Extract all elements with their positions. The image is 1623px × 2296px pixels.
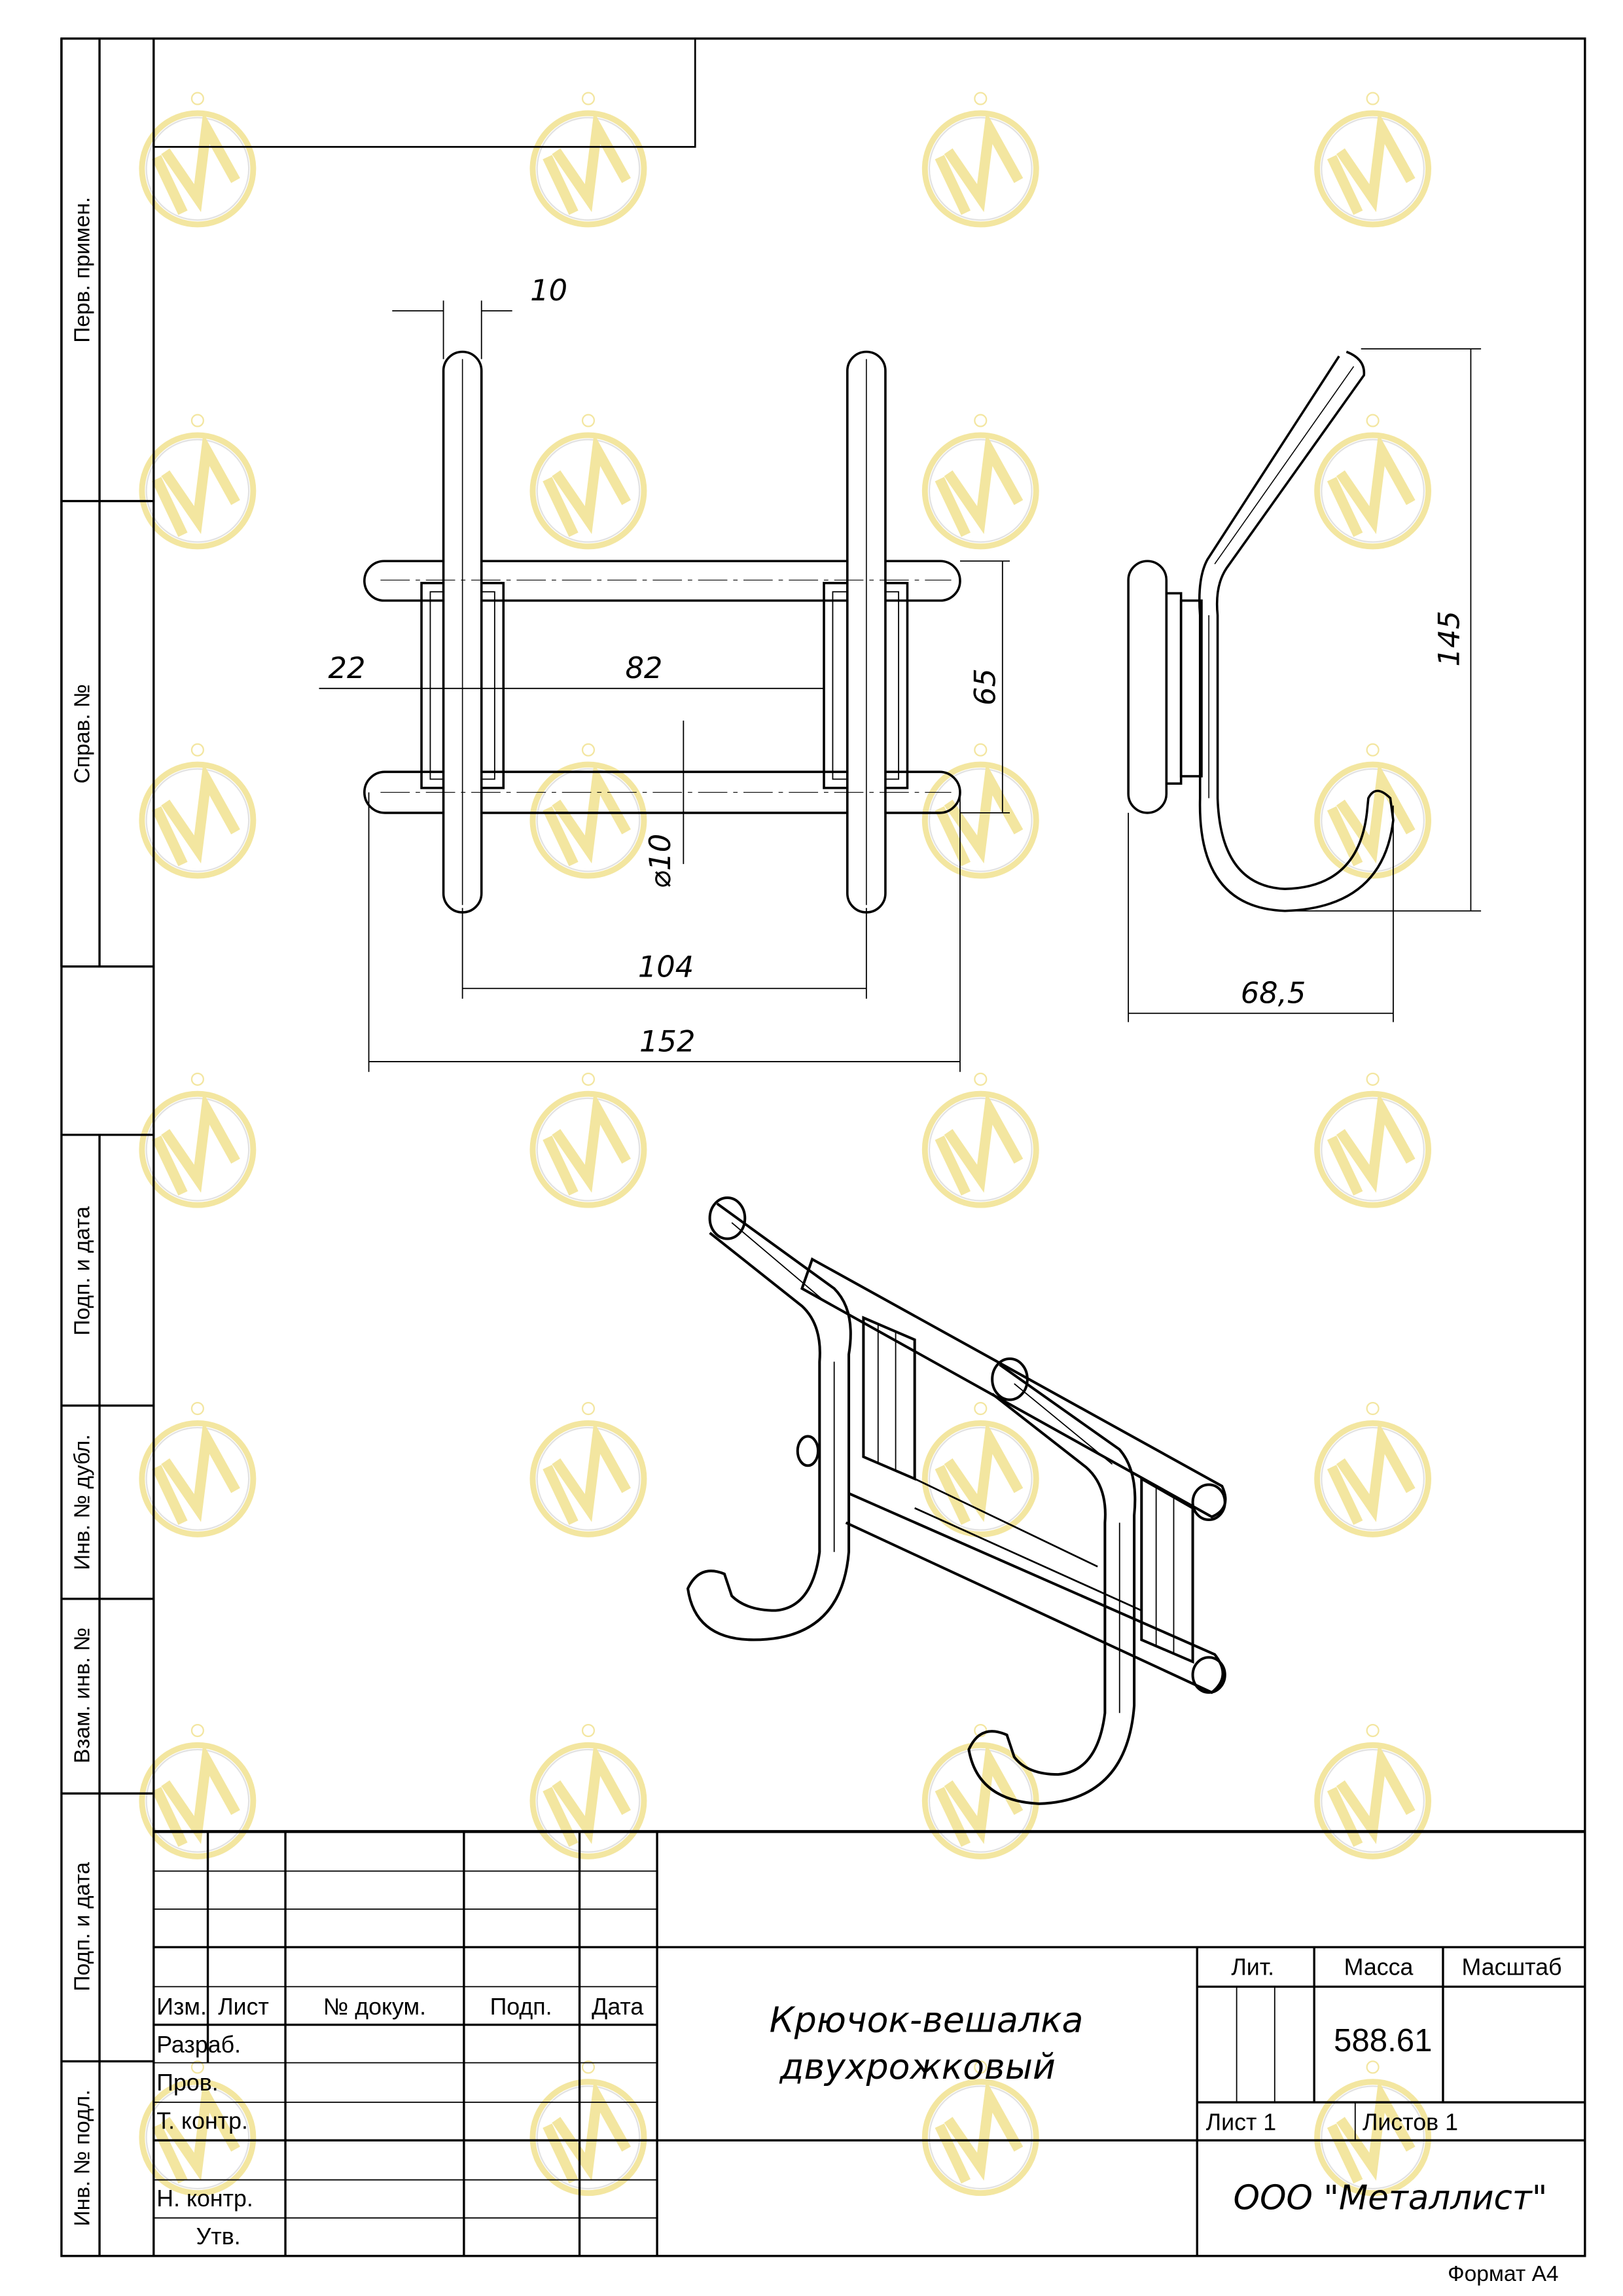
watermark-logo-icon xyxy=(1317,1725,1429,1856)
header-lit: Лит. xyxy=(1231,1954,1274,1980)
side-dimensions xyxy=(1128,348,1482,1022)
watermark-logo-icon xyxy=(1317,1403,1429,1534)
watermark-logo-icon xyxy=(142,1725,253,1856)
watermark-logo-icon xyxy=(925,744,1036,876)
col-data: Дата xyxy=(592,1994,643,2020)
side-strip-top xyxy=(60,38,154,968)
front-dimensions xyxy=(319,300,1010,1072)
format-label: Формат А4 xyxy=(1448,2262,1558,2286)
watermark-logo-icon xyxy=(925,1073,1036,1205)
col-izm: Изм. xyxy=(156,1994,207,2020)
sheet-count: Листов 1 xyxy=(1363,2109,1458,2136)
label-sprav-no: Справ. № xyxy=(70,684,94,783)
label-podp-data-1: Подп. и дата xyxy=(70,1206,94,1336)
watermark-logo-icon xyxy=(1317,415,1429,547)
header-masshtab: Масштаб xyxy=(1462,1954,1562,1980)
watermark-logo-icon xyxy=(533,1403,644,1534)
col-doc: № докум. xyxy=(323,1994,426,2020)
dim-10-top: 10 xyxy=(530,273,567,308)
watermark-logo-icon xyxy=(142,1073,253,1205)
header-massa: Масса xyxy=(1344,1954,1414,1980)
watermark-logo-icon xyxy=(1317,1073,1429,1205)
isometric-view xyxy=(686,1196,1227,1805)
watermark-logo-icon xyxy=(142,744,253,876)
title-block xyxy=(153,1830,1585,2256)
outer-frame xyxy=(60,37,1586,2257)
dim-22: 22 xyxy=(329,651,366,685)
watermark-logo-icon xyxy=(533,415,644,547)
watermark-logo-icon xyxy=(925,415,1036,547)
watermark-logo-icon xyxy=(925,1725,1036,1856)
dim-104: 104 xyxy=(638,949,694,984)
watermark-logo-icon xyxy=(142,93,253,224)
front-view xyxy=(363,350,961,914)
label-vzam-inv: Взам. инв. № xyxy=(70,1627,94,1763)
watermark-logo-icon xyxy=(533,2061,644,2193)
watermark-logo-icon xyxy=(142,1403,253,1534)
watermark-layer xyxy=(142,93,1429,2193)
title-line-1: Крючок-вешалка xyxy=(770,2000,1084,2041)
label-inv-dubl: Инв. № дубл. xyxy=(70,1434,94,1570)
label-perv-primen: Перв. примен. xyxy=(70,197,94,343)
dim-68-5: 68,5 xyxy=(1241,976,1306,1011)
label-podp-data-2: Подп. и дата xyxy=(70,1862,94,1992)
massa-value: 588.61 xyxy=(1334,2022,1432,2058)
watermark-logo-icon xyxy=(142,415,253,547)
title-line-2: двухрожковый xyxy=(779,2046,1056,2087)
side-view xyxy=(1127,350,1395,912)
top-left-box xyxy=(152,37,696,148)
row-n-kontr: Н. контр. xyxy=(156,2185,253,2212)
sheet-number: Лист 1 xyxy=(1206,2109,1277,2136)
row-t-kontr: Т. контр. xyxy=(156,2108,248,2134)
company-name: ООО "Металлист" xyxy=(1233,2178,1547,2217)
dim-82: 82 xyxy=(625,651,662,685)
watermark-logo-icon xyxy=(533,744,644,876)
dim-dia10: ⌀10 xyxy=(643,834,677,889)
dim-145: 145 xyxy=(1432,611,1467,666)
row-utv: Утв. xyxy=(196,2223,241,2250)
col-list: Лист xyxy=(218,1994,269,2020)
side-strip-bottom xyxy=(61,1134,154,2256)
dim-65: 65 xyxy=(968,668,1003,706)
watermark-logo-icon xyxy=(1317,744,1429,876)
col-podp: Подп. xyxy=(490,1994,552,2020)
row-prov: Пров. xyxy=(156,2070,218,2096)
row-razrab: Разраб. xyxy=(156,2032,241,2058)
watermark-logo-icon xyxy=(533,1073,644,1205)
watermark-logo-icon xyxy=(533,1725,644,1856)
label-inv-podl: Инв. № подл. xyxy=(70,2090,94,2227)
watermark-logo-icon xyxy=(533,93,644,224)
watermark-logo-icon xyxy=(925,1403,1036,1534)
watermark-logo-icon xyxy=(925,93,1036,224)
watermark-logo-icon xyxy=(1317,93,1429,224)
dim-152: 152 xyxy=(639,1024,695,1058)
